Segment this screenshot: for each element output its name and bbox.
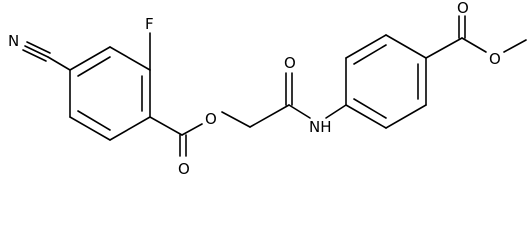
nitrile-group <box>22 41 71 71</box>
atom-label-amide-o: O <box>284 54 296 72</box>
molecule-structure: N F O O O NH O O <box>8 0 527 177</box>
atom-label-amide-nh: NH <box>309 118 332 136</box>
atom-label-ester-bridge-o: O <box>205 110 217 128</box>
atom-label-ester-carbonyl-o: O <box>178 160 190 177</box>
benzene-ring-left <box>69 46 151 141</box>
benzene-ring-right <box>345 34 427 129</box>
atom-label-methyl-ester-bridge-o: O <box>489 50 501 68</box>
atom-label-methyl-ester-carbonyl-o: O <box>457 0 469 17</box>
atom-label-fluorine: F <box>145 15 154 33</box>
ester-linkage <box>149 104 290 157</box>
atom-label-nitrile-n: N <box>8 32 19 50</box>
amide-group <box>285 72 347 119</box>
methyl-ester-group <box>425 15 527 59</box>
